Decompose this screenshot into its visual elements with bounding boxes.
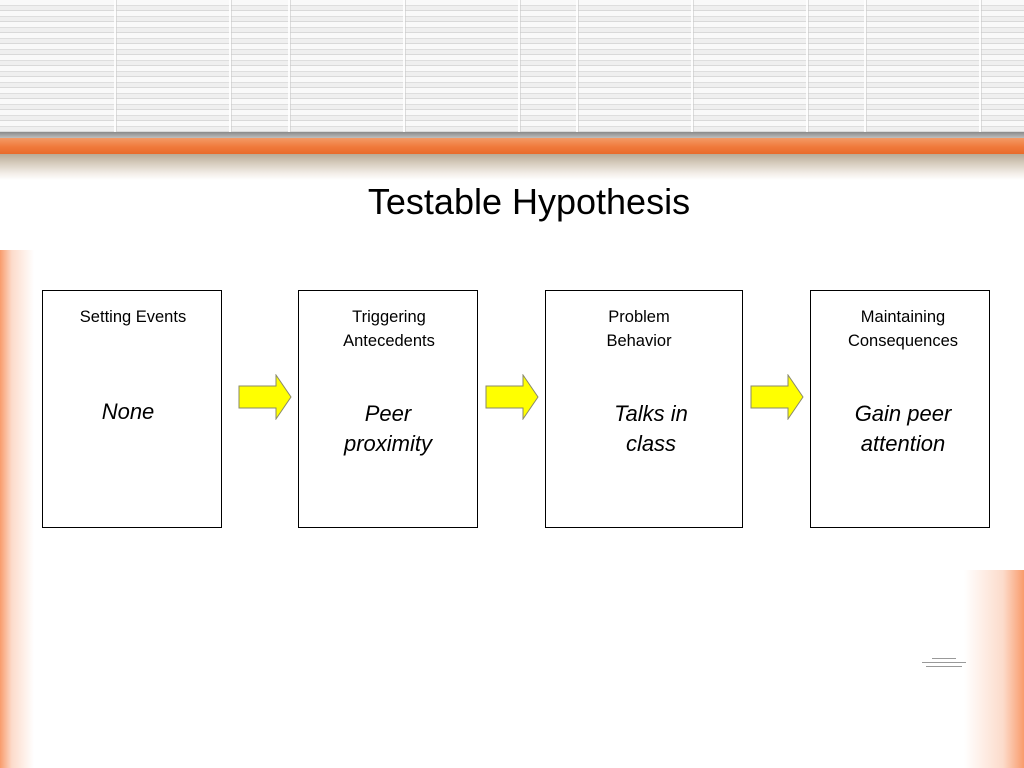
right-edge-glow (964, 570, 1024, 768)
step-box-maintaining-consequences: Maintaining Consequences Gain peer atten… (810, 290, 990, 528)
header-divider (576, 0, 578, 134)
header-pattern (0, 0, 1024, 134)
header-divider (403, 0, 405, 134)
right-arrow-icon (238, 374, 292, 420)
header-divider (979, 0, 981, 134)
header-divider (288, 0, 290, 134)
header-shadow (0, 132, 1024, 140)
header-divider (229, 0, 231, 134)
step-label: Triggering Antecedents (343, 308, 435, 350)
header-divider (806, 0, 808, 134)
step-value: Peer proximity (343, 401, 432, 456)
fineprint-mark (922, 658, 966, 667)
step-label: Maintaining Consequences (847, 308, 959, 350)
slide-title: Testable Hypothesis (367, 181, 691, 222)
header-divider (691, 0, 693, 134)
step-value: Gain peer attention (854, 401, 952, 456)
step-value: None (101, 399, 155, 424)
header-accent-band (0, 138, 1024, 154)
step-value: Talks in class (614, 401, 688, 456)
step-box-problem-behavior: Problem Behavior Talks in class (545, 290, 743, 528)
header-fade (0, 154, 1024, 180)
header-divider (518, 0, 520, 134)
step-label: Setting Events (79, 308, 187, 326)
step-box-setting-events: Setting Events None (42, 290, 222, 528)
header-divider (114, 0, 116, 134)
right-arrow-icon (485, 374, 539, 420)
step-box-triggering-antecedents: Triggering Antecedents Peer proximity (298, 290, 478, 528)
header-divider (864, 0, 866, 134)
right-arrow-icon (750, 374, 804, 420)
left-edge-glow (0, 250, 34, 768)
step-label: Problem Behavior (606, 308, 672, 350)
